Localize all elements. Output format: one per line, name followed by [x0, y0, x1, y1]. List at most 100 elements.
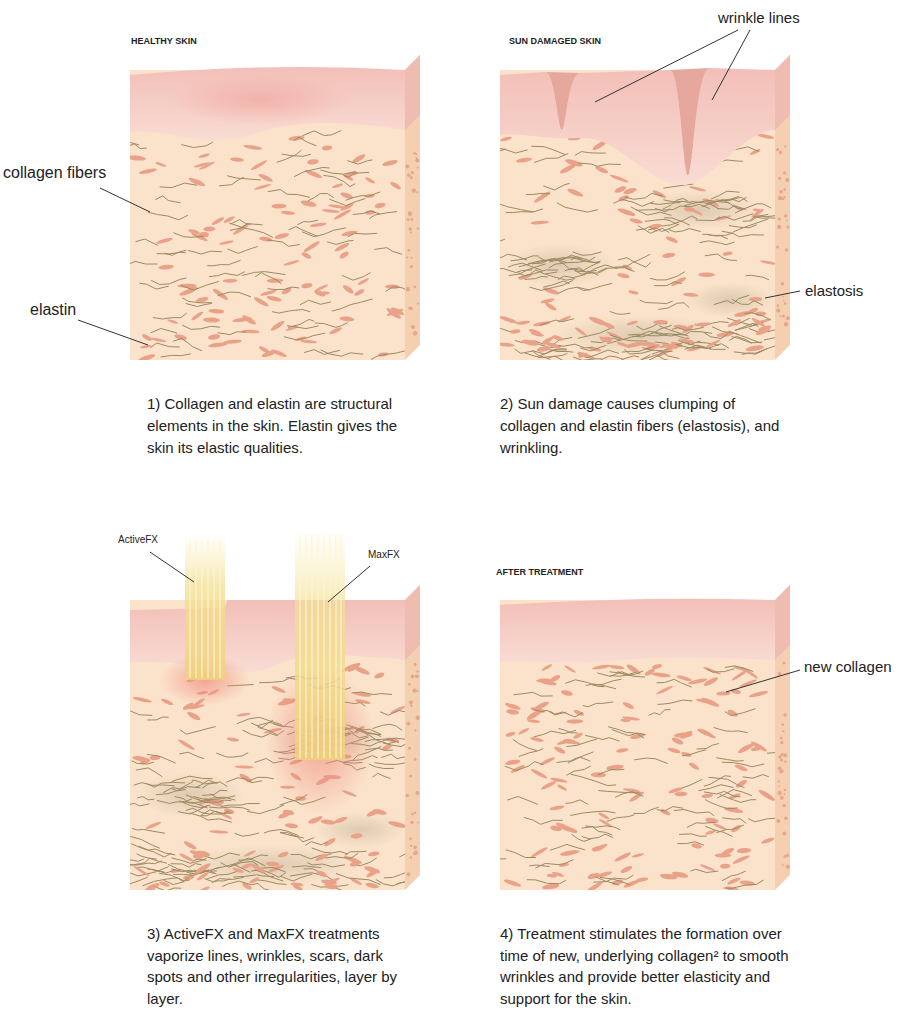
part-label: wrinkle lines — [718, 8, 858, 27]
side-dot — [411, 813, 414, 816]
side-dot — [783, 300, 785, 302]
elastin-fiber — [151, 278, 186, 285]
elastin-fiber — [717, 206, 746, 210]
elastosis-clump — [315, 812, 405, 848]
collagen-fiber — [133, 865, 151, 877]
elastin-fiber — [550, 711, 583, 717]
collagen-fiber — [249, 862, 266, 874]
side-dot — [778, 196, 782, 200]
side-dot — [410, 856, 412, 858]
side-dot — [415, 791, 419, 795]
collagen-fiber — [211, 216, 225, 226]
elastin-fiber — [610, 335, 648, 341]
elastin-fiber — [598, 791, 640, 793]
side-dot — [415, 153, 417, 155]
side-dot — [416, 716, 420, 720]
elastin-fiber — [347, 160, 372, 164]
elastin-fiber — [321, 350, 364, 356]
elastin-fiber — [137, 797, 154, 800]
collagen-fiber — [140, 344, 152, 349]
new-collagen-fiber — [716, 691, 731, 696]
new-collagen-fiber — [591, 845, 603, 852]
elastin-fiber — [529, 865, 550, 867]
collagen-fiber — [241, 314, 257, 327]
collagen-fiber — [530, 220, 549, 225]
elastin-fiber — [705, 800, 738, 809]
side-dot — [782, 832, 786, 836]
epidermis — [500, 68, 775, 185]
elastin-fiber — [218, 292, 251, 297]
new-collagen-fiber — [587, 872, 600, 880]
elastin-fiber — [732, 337, 763, 343]
elastin-fiber — [130, 859, 144, 863]
collagen-fiber — [600, 337, 612, 342]
elastin-fiber — [613, 199, 654, 206]
elastin-fiber — [514, 692, 553, 696]
dermis — [130, 600, 405, 890]
elastin-fiber — [255, 273, 281, 284]
side-dot — [409, 701, 413, 705]
new-collagen-fiber — [547, 874, 557, 878]
elastin-fiber — [230, 228, 273, 238]
elastin-fiber — [280, 874, 312, 881]
side-dot — [778, 218, 781, 221]
elastin-fiber — [722, 762, 764, 767]
elastin-fiber — [302, 131, 341, 136]
new-collagen-fiber — [703, 666, 722, 676]
elastin-fiber — [159, 873, 190, 881]
side-face — [775, 585, 790, 890]
elastin-fiber — [662, 216, 698, 226]
elastin-fiber — [148, 869, 175, 873]
elastin-fiber — [543, 281, 570, 287]
new-collagen-fiber — [503, 878, 522, 888]
new-collagen-fiber — [724, 806, 744, 814]
elastin-fiber — [722, 231, 764, 237]
collagen-fiber — [366, 868, 380, 879]
collagen-fiber — [653, 320, 668, 324]
side-dot — [784, 789, 786, 791]
collagen-fiber — [285, 823, 299, 829]
collagen-fiber — [755, 326, 772, 337]
side-dot — [416, 191, 418, 193]
new-collagen-fiber — [631, 852, 644, 858]
new-collagen-fiber — [609, 664, 625, 670]
elastin-fiber — [247, 805, 284, 814]
elastin-fiber — [507, 797, 538, 805]
collagen-fiber — [307, 816, 320, 825]
elastin-fiber — [216, 753, 248, 758]
elastin-fiber — [235, 833, 259, 836]
collagen-fiber — [250, 159, 268, 171]
leader-line — [712, 30, 750, 100]
elastin-fiber — [697, 744, 719, 750]
elastin-fiber — [677, 842, 704, 846]
elastin-fiber — [292, 866, 321, 868]
elastin-fiber — [585, 735, 619, 741]
new-collagen-fiber — [736, 848, 751, 854]
elastin-fiber — [593, 679, 622, 685]
elastin-fiber — [649, 710, 671, 716]
panel-heading: SUN DAMAGED SKIN — [509, 36, 709, 47]
healthy-skin-block — [95, 55, 420, 363]
elastin-fiber — [650, 272, 685, 280]
elastin-fiber — [663, 200, 691, 203]
collagen-fiber — [270, 348, 287, 358]
elastin-fiber — [607, 815, 635, 822]
collagen-fiber — [227, 737, 240, 742]
collagen-fiber — [500, 136, 512, 142]
side-dot — [784, 146, 786, 148]
elastin-fiber — [304, 350, 340, 355]
new-collagen-fiber — [505, 731, 516, 737]
elastin-fiber — [136, 768, 162, 777]
elastin-fiber — [180, 727, 216, 735]
collagen-fiber — [203, 317, 220, 323]
elastin-fiber — [202, 790, 227, 795]
panel-heading: HEALTHY SKIN — [131, 36, 331, 47]
collagen-fiber — [137, 353, 156, 360]
elastin-fiber — [588, 265, 617, 273]
new-collagen-fiber — [592, 664, 612, 671]
elastin-fiber — [130, 804, 149, 807]
collagen-fiber — [544, 302, 557, 312]
elastin-fiber — [282, 154, 311, 156]
collagen-fiber — [574, 326, 588, 337]
side-dot — [784, 302, 786, 304]
